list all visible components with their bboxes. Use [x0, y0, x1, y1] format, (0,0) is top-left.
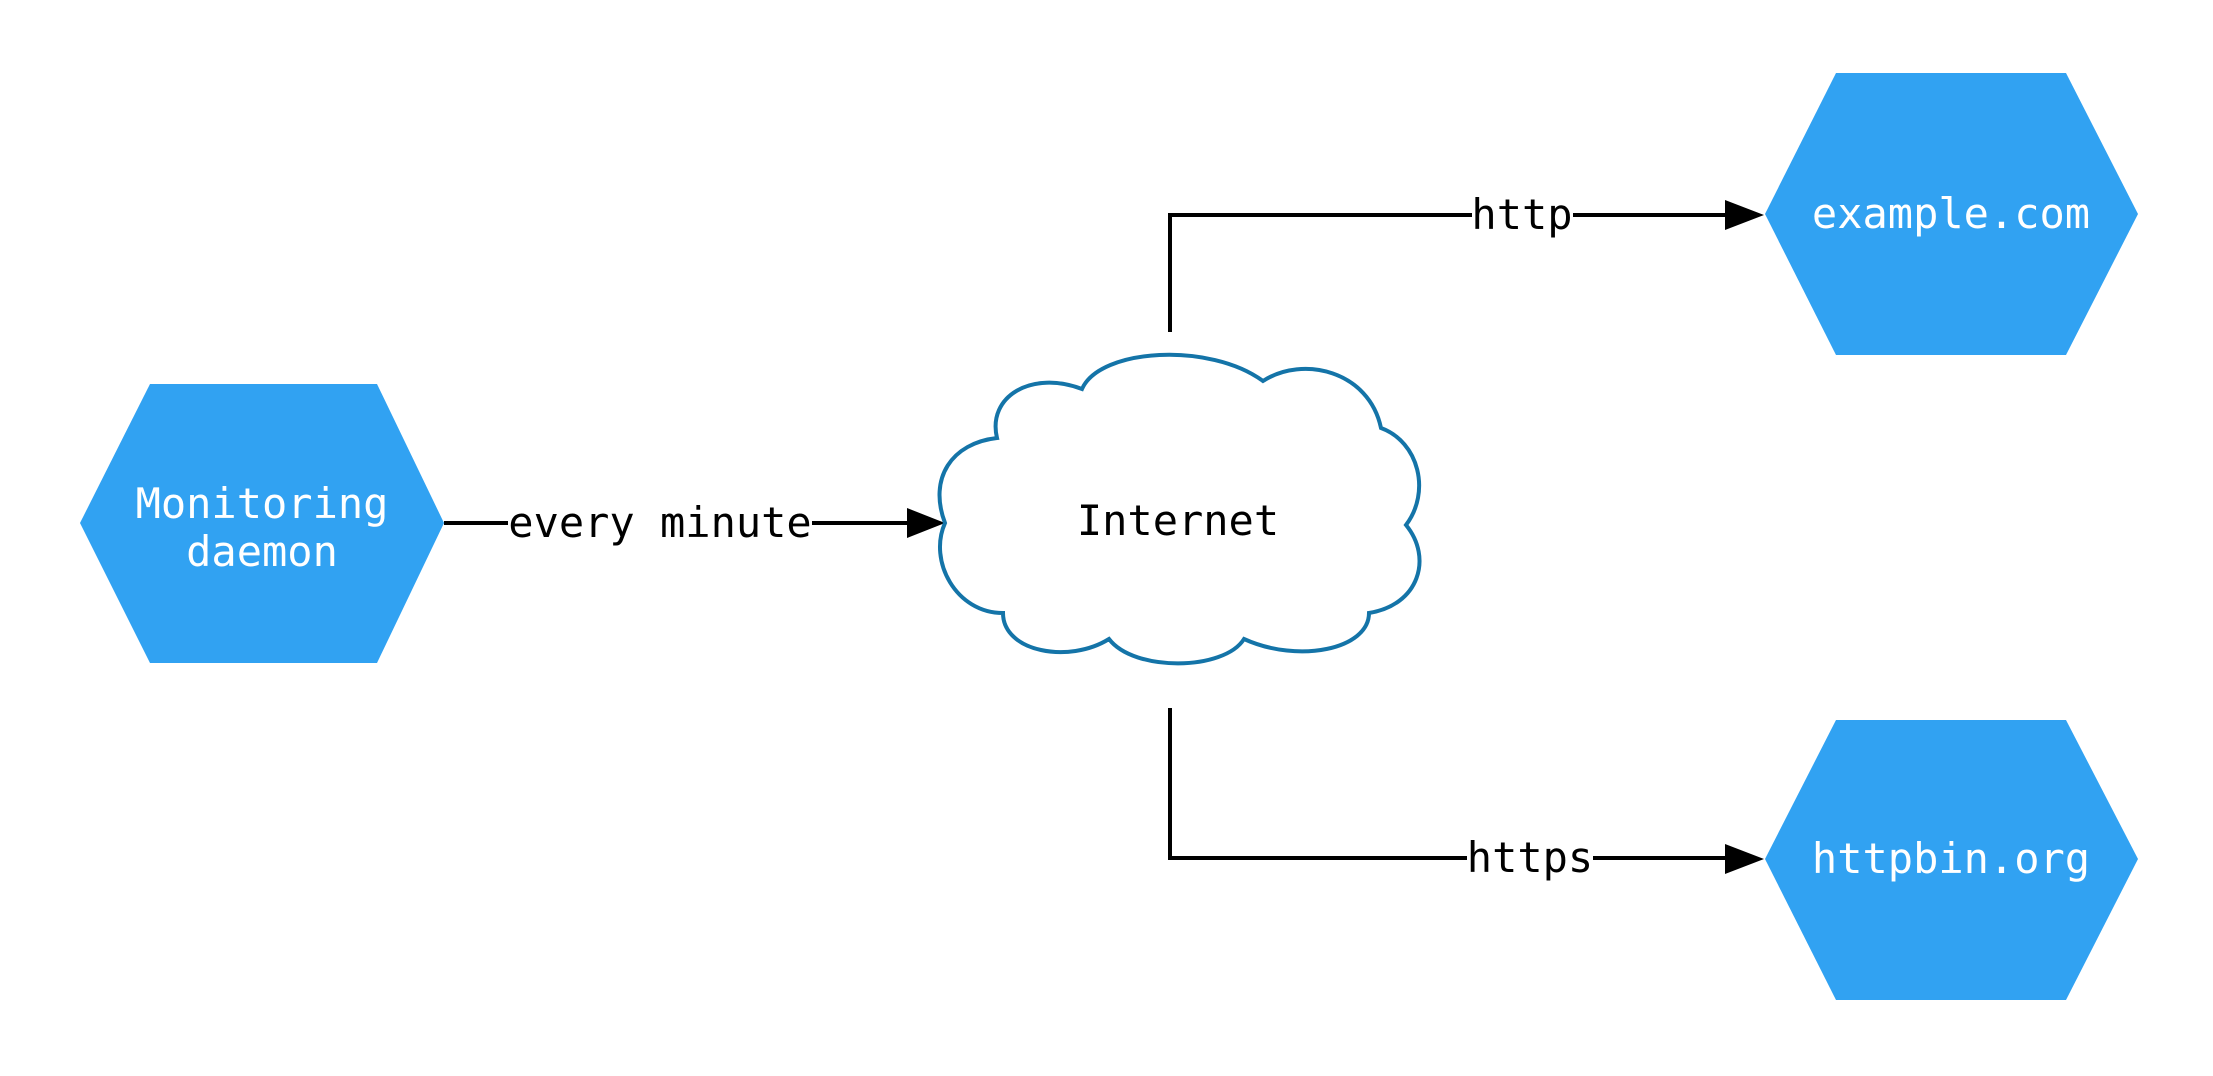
httpbin-org-label: httpbin.org	[1812, 834, 2090, 883]
edge-https: https	[1168, 708, 1764, 882]
internet-label: Internet	[1077, 496, 1279, 545]
http-elbow-line	[1168, 213, 1472, 332]
node-internet: Internet	[937, 352, 1422, 666]
httpbin-org-hexagon	[1765, 720, 2138, 1000]
every-minute-arrowhead-icon	[907, 508, 945, 538]
node-example-com: example.com	[1765, 73, 2138, 355]
node-httpbin-org: httpbin.org	[1765, 720, 2138, 1000]
edge-http: http	[1168, 190, 1764, 332]
internet-cloud-icon	[937, 352, 1422, 666]
https-elbow-line	[1168, 708, 1467, 860]
edge-every-minute: every minute	[444, 498, 945, 547]
https-label: https	[1467, 833, 1593, 882]
example-com-label: example.com	[1812, 189, 2090, 238]
monitoring-daemon-label-line1: Monitoring	[136, 479, 389, 528]
monitoring-daemon-label-line2: daemon	[186, 527, 338, 576]
monitoring-daemon-hexagon	[80, 384, 444, 663]
https-arrowhead-icon	[1725, 844, 1764, 874]
example-com-hexagon	[1765, 73, 2138, 355]
every-minute-label: every minute	[508, 498, 811, 547]
http-arrowhead-icon	[1725, 200, 1764, 230]
node-monitoring-daemon: Monitoring daemon	[80, 384, 444, 663]
http-label: http	[1471, 190, 1572, 239]
